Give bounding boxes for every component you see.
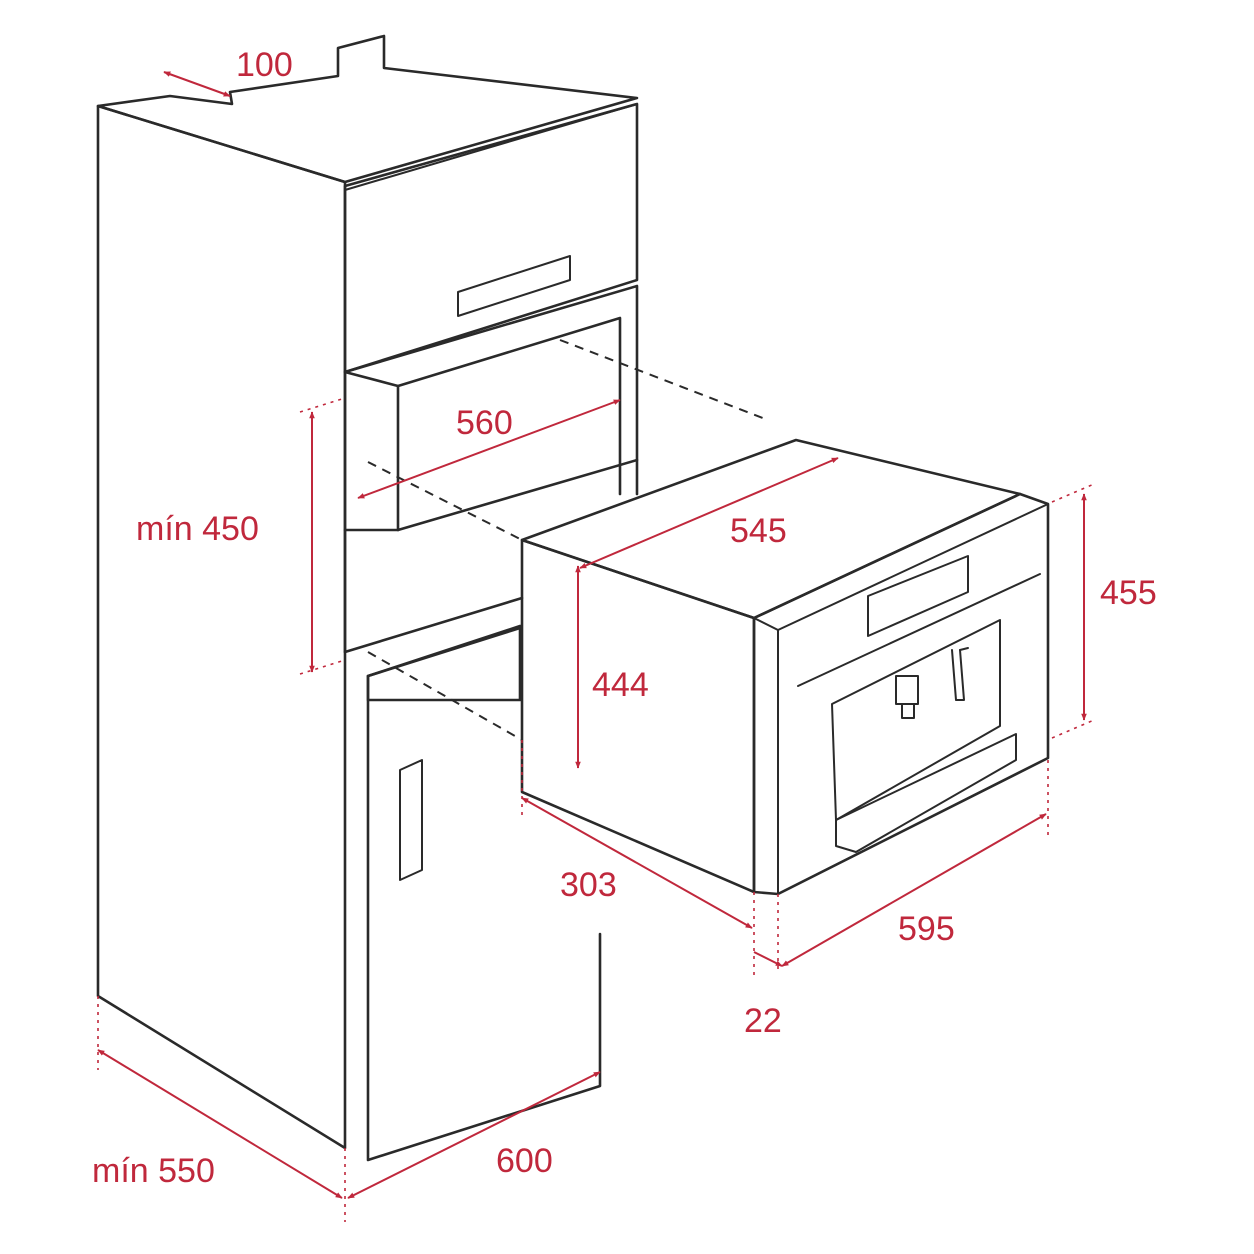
label-appliance-height: 455: [1100, 574, 1157, 612]
label-niche-depth: 560: [456, 404, 513, 442]
appliance-body-side: [520, 538, 756, 894]
lower-door-top: [366, 626, 522, 678]
display-window: [867, 555, 969, 637]
dimension-line-front-thickness: [753, 951, 783, 967]
dimension-line-cabinet-depth: [97, 1049, 343, 1199]
label-niche-min-height: mín 450: [136, 510, 259, 548]
niche-frame: [343, 284, 639, 496]
dimension-lines: [97, 71, 1095, 1222]
lower-door-outline: [366, 674, 602, 1162]
label-front-width: 595: [898, 910, 955, 948]
dimension-line-body-depth: [521, 797, 753, 929]
label-cabinet-min-depth: mín 550: [92, 1152, 215, 1190]
milk-nozzle-icon: [951, 647, 969, 701]
drawer-handle: [457, 255, 571, 317]
label-front-thickness: 22: [744, 1002, 782, 1040]
dimension-line-appliance-depth: [579, 457, 839, 569]
label-top-gap: 100: [236, 46, 293, 84]
drip-tray: [835, 733, 1017, 853]
dimension-labels: 100 560 mín 450 545 455 444 303 595 22 m…: [92, 46, 1157, 1190]
tall-cabinet: [96, 34, 639, 1162]
upper-drawer-front: [343, 102, 639, 374]
cabinet-top: [96, 34, 639, 184]
label-body-height: 444: [592, 666, 649, 704]
niche-bottom-edge: [343, 596, 524, 654]
hidden-lines: [367, 339, 769, 741]
recess-upper-line: [797, 573, 1041, 687]
label-body-depth: 303: [560, 866, 617, 904]
dimension-line-niche-depth: [357, 399, 621, 499]
front-panel: [752, 492, 1050, 896]
door-handle: [399, 759, 423, 881]
dimension-line-top-gap: [163, 71, 231, 97]
front-panel-top-edge: [753, 503, 1049, 631]
label-cabinet-width: 600: [496, 1142, 553, 1180]
dimension-line-front-width: [781, 813, 1047, 967]
label-appliance-depth: 545: [730, 512, 787, 550]
coffee-spout-icon: [895, 675, 919, 719]
cabinet-side-panel: [96, 104, 347, 1150]
dispensing-recess: [831, 619, 1001, 821]
dimension-line-cabinet-width: [347, 1071, 601, 1199]
